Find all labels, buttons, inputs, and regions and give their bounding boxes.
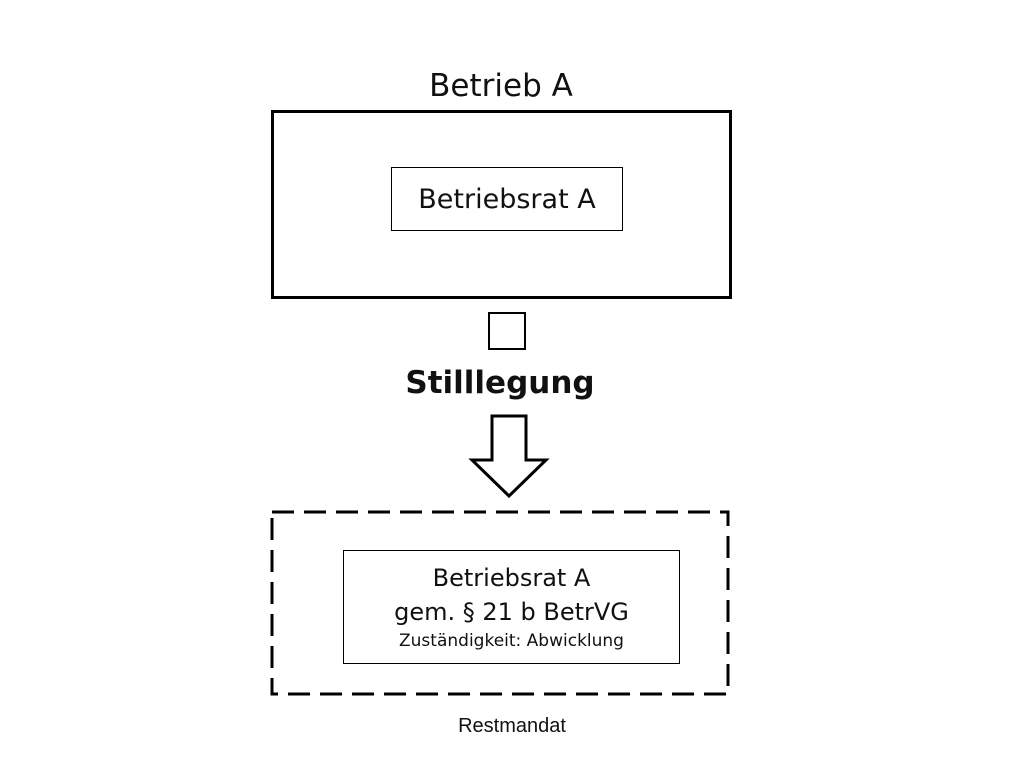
- result-line-3: Zuständigkeit: Abwicklung: [399, 631, 624, 651]
- result-box: Betriebsrat A gem. § 21 b BetrVG Zuständ…: [343, 550, 680, 664]
- betriebsrat-box: Betriebsrat A: [391, 167, 623, 231]
- betrieb-box: [271, 110, 732, 299]
- restmandat-caption: Restmandat: [458, 715, 566, 737]
- result-line-1: Betriebsrat A: [432, 564, 591, 592]
- transition-label: Stilllegung: [405, 365, 595, 401]
- diagram-title: Betrieb A: [429, 68, 573, 104]
- placeholder-square-icon: [488, 312, 526, 350]
- betriebsrat-label: Betriebsrat A: [418, 183, 596, 215]
- down-arrow-icon: [468, 414, 550, 499]
- result-line-2: gem. § 21 b BetrVG: [394, 598, 629, 626]
- restmandat-dashed-box: [270, 510, 730, 696]
